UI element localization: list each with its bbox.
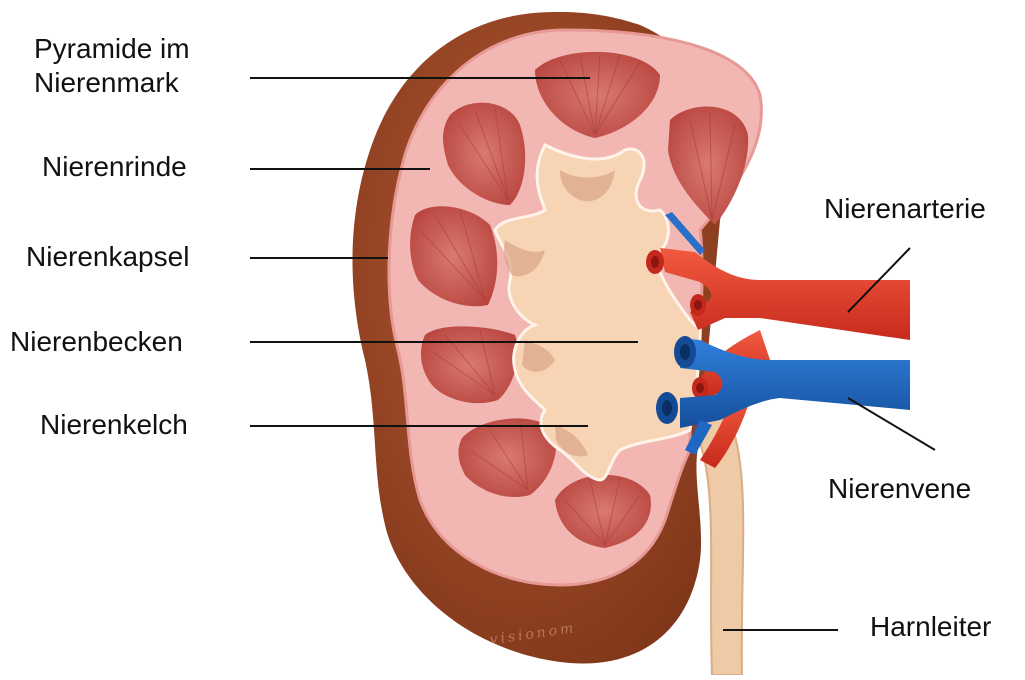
label-pyramid-line2: Nierenmark [34,66,190,100]
label-calyx: Nierenkelch [40,408,188,442]
label-pyramid: Pyramide im Nierenmark [34,32,190,100]
label-artery: Nierenarterie [824,192,986,226]
label-vein: Nierenvene [828,472,971,506]
label-pelvis: Nierenbecken [10,325,183,359]
label-capsule: Nierenkapsel [26,240,189,274]
label-cortex: Nierenrinde [42,150,187,184]
label-ureter: Harnleiter [870,610,991,644]
label-pyramid-line1: Pyramide im [34,32,190,66]
